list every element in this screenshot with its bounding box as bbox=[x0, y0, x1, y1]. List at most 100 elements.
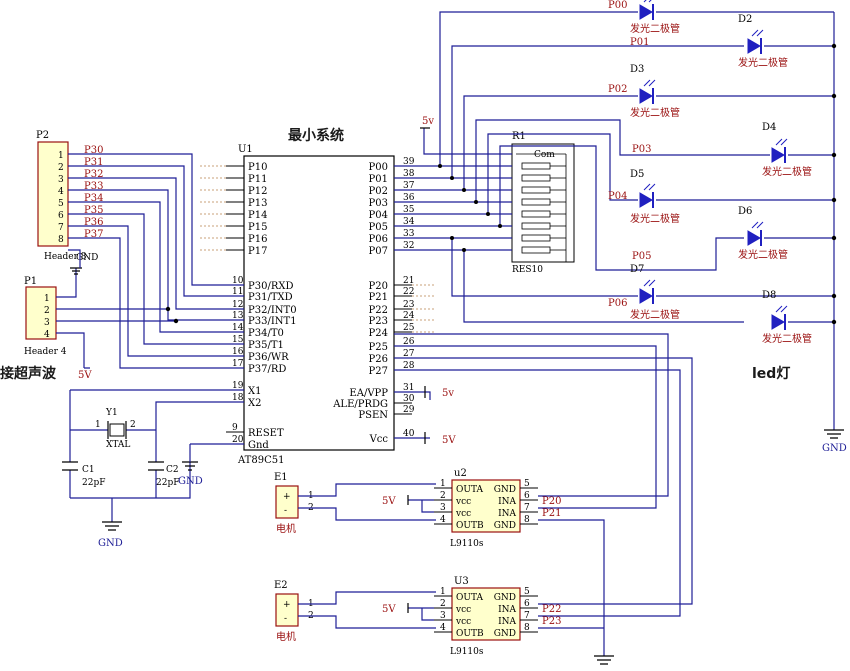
led-ref-2: D3 bbox=[630, 64, 644, 75]
driver-ref-0: u2 bbox=[454, 468, 467, 479]
u1-rpin-num-14: 27 bbox=[403, 349, 415, 359]
u1-pin-num-17: 18 bbox=[232, 393, 244, 403]
led-array: 发光二极管P00发光二极管D2P01发光二极管D3P02发光二极管D4P03发光… bbox=[608, 0, 812, 345]
u1-pin-2: P12 bbox=[248, 186, 267, 197]
diode-icon bbox=[747, 230, 761, 246]
driver-rpin-1-2: 7 bbox=[524, 611, 530, 621]
resistor-element bbox=[521, 162, 551, 170]
cap-c1-value: 22pF bbox=[82, 478, 105, 488]
led-label-5: 发光二极管 bbox=[738, 248, 788, 261]
u1-pin-5: P15 bbox=[248, 222, 267, 233]
u1-rpin-num-4: 35 bbox=[403, 205, 415, 215]
diode-icon bbox=[747, 38, 761, 54]
motor-ref-1: E2 bbox=[274, 580, 288, 591]
driver-net-b-1: P23 bbox=[542, 616, 561, 627]
crystal-icon bbox=[109, 423, 125, 437]
u1-rpin-num-6: 33 bbox=[403, 229, 415, 239]
p1-vcc: 5V bbox=[78, 370, 92, 381]
u1-rpin-3: P03 bbox=[369, 198, 388, 209]
u1-rpin-0: P00 bbox=[369, 162, 388, 173]
u1-rpin-19: Vcc bbox=[369, 434, 389, 445]
driver-rname-1-0: GND bbox=[494, 593, 516, 603]
r1-5v-wire bbox=[423, 128, 512, 155]
p2-gnd: GND bbox=[76, 253, 98, 263]
resistor-element bbox=[521, 210, 551, 218]
resistor-element bbox=[521, 174, 551, 182]
driver-lpin-1-0: 1 bbox=[440, 587, 446, 597]
driver-rpin-0-0: 5 bbox=[524, 479, 530, 489]
gnd-symbol-crystal bbox=[102, 521, 122, 531]
cap-c2-ref: C2 bbox=[166, 465, 179, 475]
resistor-element bbox=[521, 222, 551, 230]
cap-c1-ref: C1 bbox=[82, 465, 95, 475]
motor-ref-0: E1 bbox=[274, 472, 288, 483]
p2-pin-2: 3 bbox=[58, 175, 64, 185]
u1-pin-10: P32/INT0 bbox=[248, 305, 297, 316]
resistor-element bbox=[521, 246, 551, 254]
p2-pin-5: 6 bbox=[58, 211, 64, 221]
u1-pin-14: P36/WR bbox=[248, 352, 289, 363]
p2-ref: P2 bbox=[36, 130, 49, 141]
p2-net-7: P37 bbox=[84, 229, 103, 240]
driver-lname-1-3: OUTB bbox=[456, 629, 484, 639]
u1-rpin-num-3: 36 bbox=[403, 193, 415, 203]
p2-pin-3: 4 bbox=[58, 187, 64, 197]
u1-pin-num-11: 13 bbox=[232, 311, 244, 321]
r1-part: RES10 bbox=[512, 265, 543, 275]
driver-net-a-1: P22 bbox=[542, 604, 561, 615]
p2-pin-7: 8 bbox=[58, 235, 64, 245]
driver-lpin-1-1: 2 bbox=[440, 599, 446, 609]
u1-rpin-9: P21 bbox=[369, 292, 388, 303]
u1-pin-1: P11 bbox=[248, 174, 267, 185]
driver-rpin-1-0: 5 bbox=[524, 587, 530, 597]
driver-rname-1-3: GND bbox=[494, 629, 516, 639]
driver-net-b-0: P21 bbox=[542, 508, 561, 519]
u1-rpin-16: EA/VPP bbox=[349, 388, 388, 399]
led-label-1: 发光二极管 bbox=[738, 56, 788, 69]
u1-pin-17: X2 bbox=[248, 398, 261, 409]
driver-rpin-0-1: 6 bbox=[524, 491, 530, 501]
u1-pin-12: P34/T0 bbox=[248, 328, 284, 339]
driver-lname-1-0: OUTA bbox=[456, 593, 483, 603]
r1-com: Com bbox=[534, 150, 555, 160]
driver-part-0: L9110s bbox=[450, 539, 484, 549]
driver-lname-0-1: vcc bbox=[455, 497, 471, 507]
driver-lpin-0-0: 1 bbox=[440, 479, 446, 489]
crystal-part: XTAL bbox=[106, 440, 130, 450]
led-d8: 发光二极管 D8 bbox=[762, 290, 812, 345]
u1-rpin-num-0: 39 bbox=[403, 157, 415, 167]
led-ref-7: D8 bbox=[762, 290, 776, 301]
u1-rpin-num-2: 37 bbox=[403, 181, 415, 191]
u1-rpin-14: P26 bbox=[369, 354, 388, 365]
led-net-4: P04 bbox=[608, 191, 627, 202]
led-net-5: P05 bbox=[632, 251, 651, 262]
u1-pin-0: P10 bbox=[248, 162, 267, 173]
u1-rpin-4: P04 bbox=[369, 210, 388, 221]
p2-part: Header 8 bbox=[44, 252, 87, 262]
p2-net-0: P30 bbox=[84, 145, 103, 156]
u1-rpin-num-1: 38 bbox=[403, 169, 415, 179]
led-net-0: P00 bbox=[608, 0, 627, 11]
p1-part: Header 4 bbox=[24, 347, 67, 357]
led-net-1: P01 bbox=[630, 37, 649, 48]
p1-pin-0: 1 bbox=[44, 294, 50, 304]
u1-pin-num-14: 16 bbox=[232, 347, 244, 357]
p2-pin-1: 2 bbox=[58, 163, 64, 173]
diode-icon bbox=[639, 4, 653, 20]
u1-rpin-num-11: 24 bbox=[403, 311, 415, 321]
driver-rname-0-3: GND bbox=[494, 521, 516, 531]
led-label-7: 发光二极管 bbox=[762, 332, 812, 345]
p1-ref: P1 bbox=[24, 276, 37, 287]
crystal-pin1: 1 bbox=[95, 420, 101, 430]
motor-minus-1: - bbox=[284, 614, 287, 624]
p2-net-3: P33 bbox=[84, 181, 103, 192]
driver-gnd-wire bbox=[538, 519, 605, 656]
